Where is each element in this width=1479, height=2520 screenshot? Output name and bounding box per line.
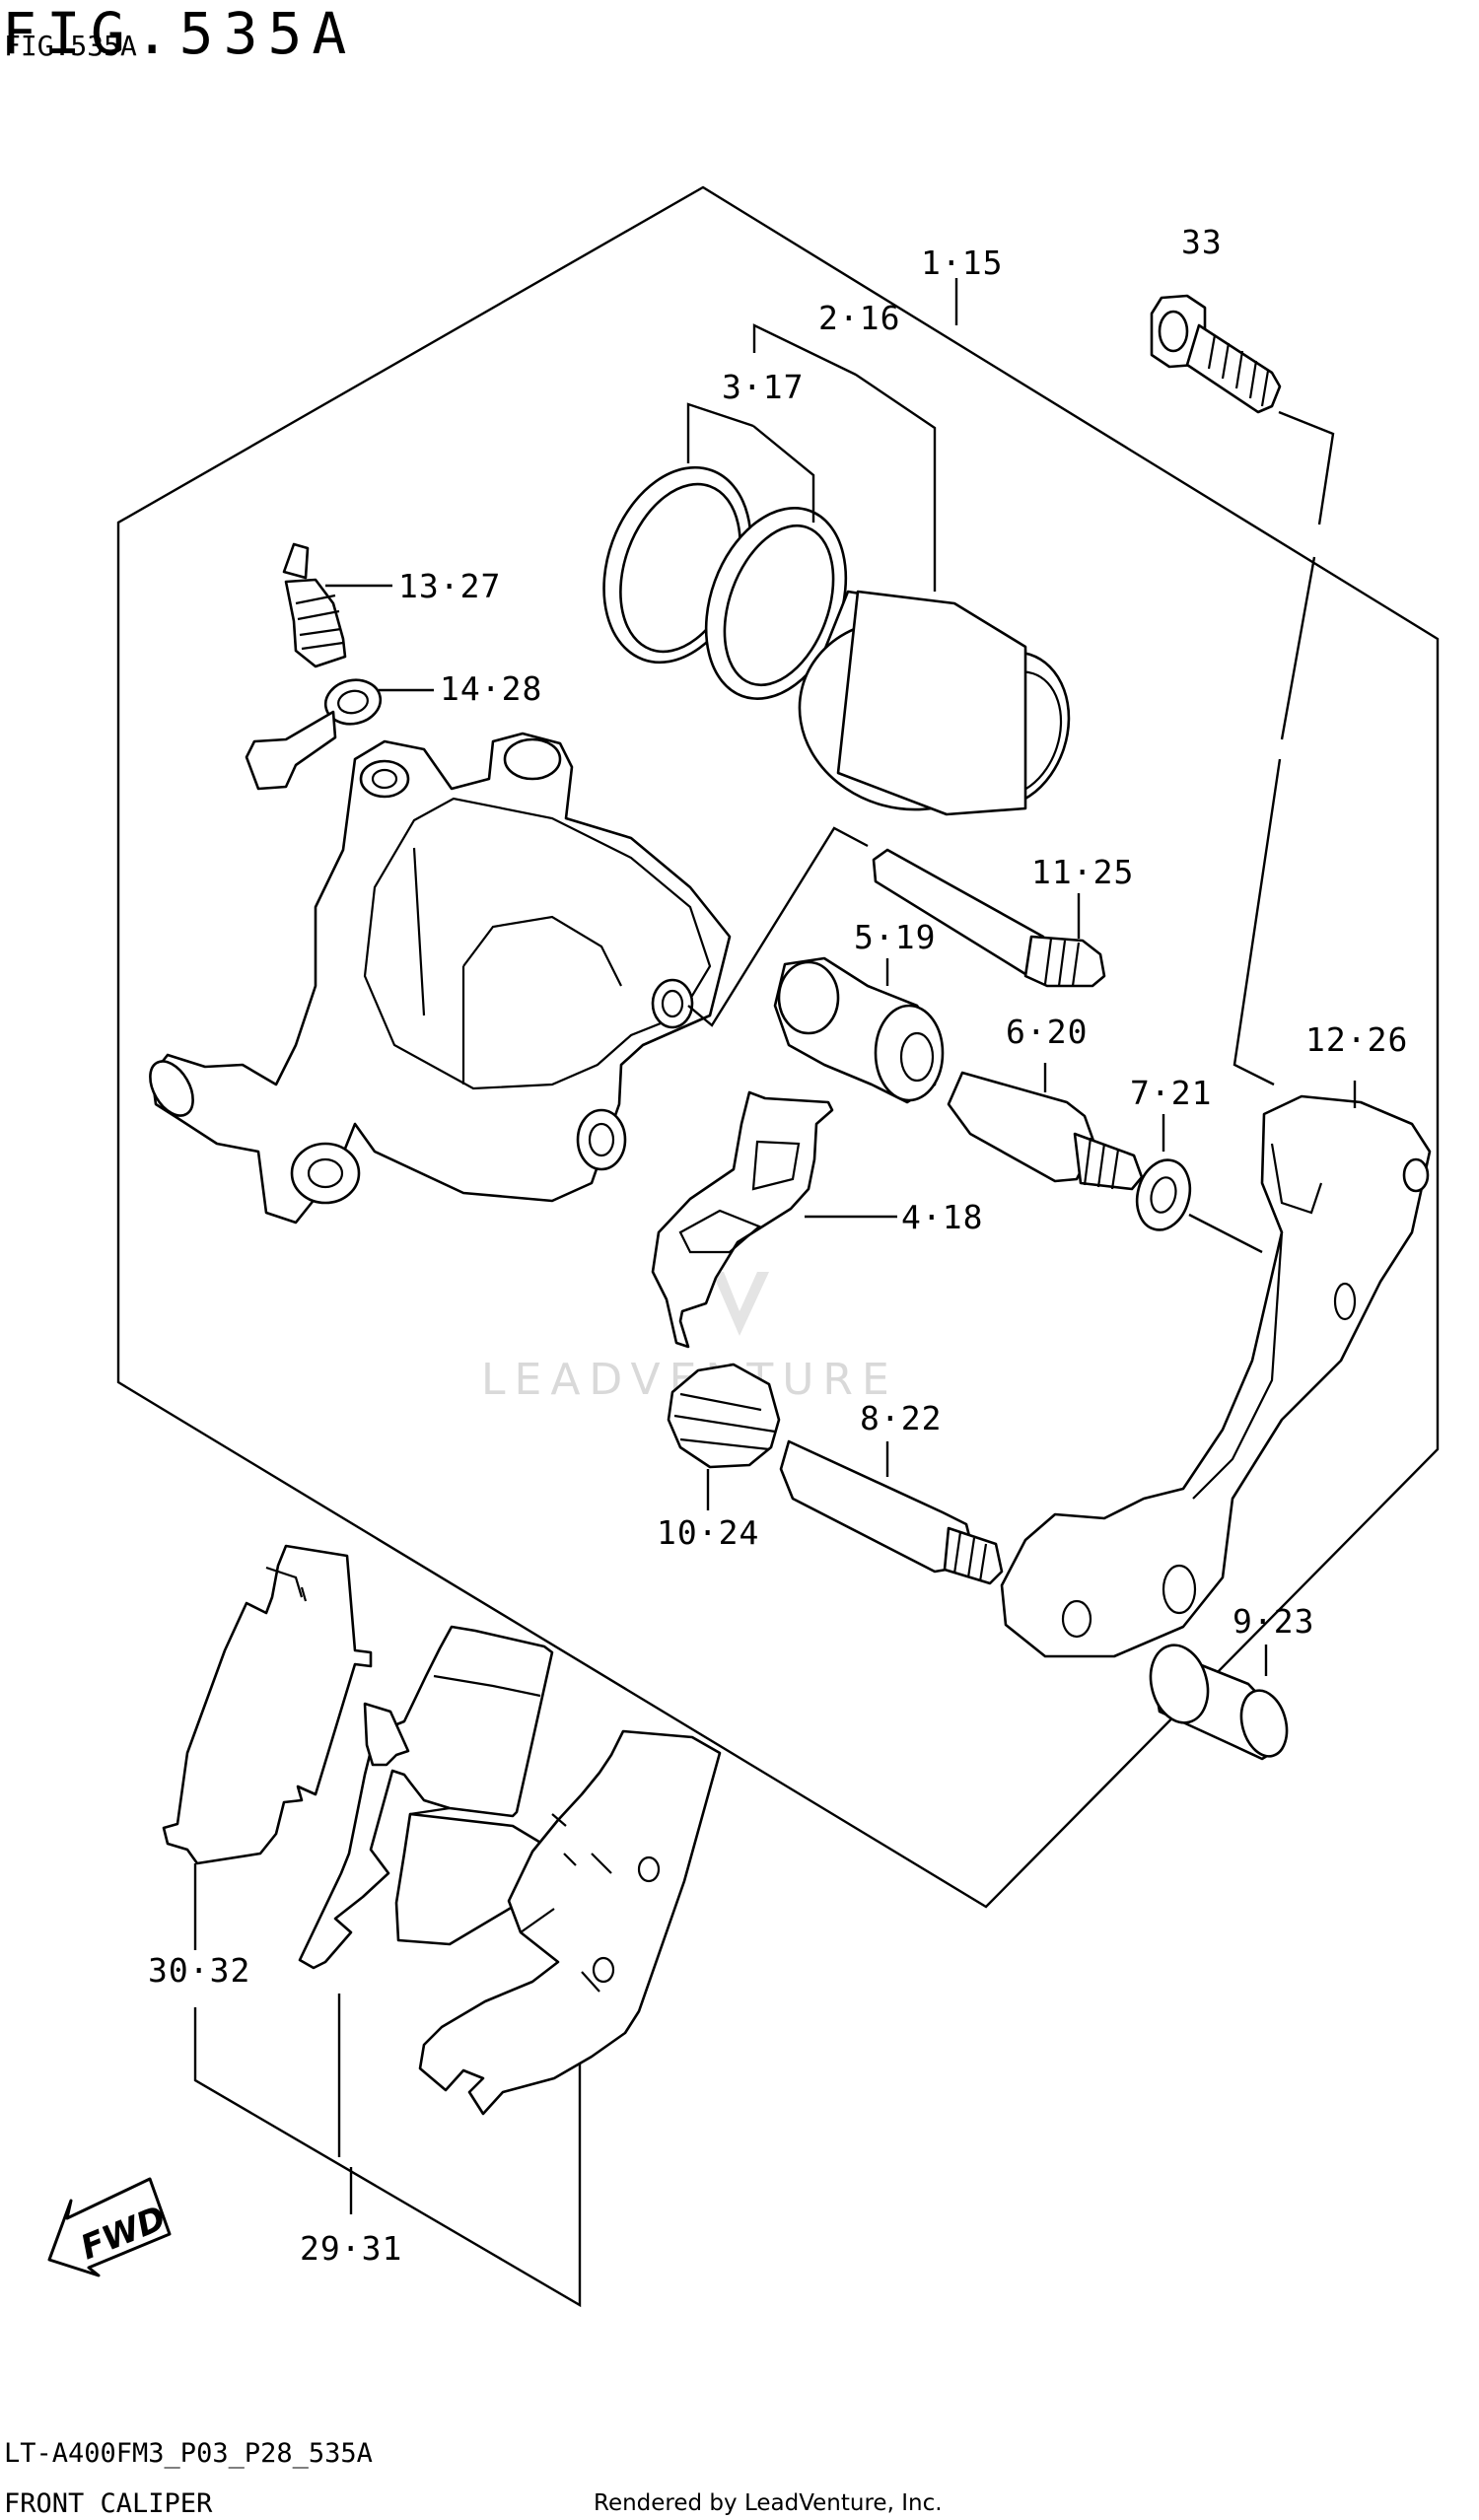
pin-boot-10[interactable] [667, 1363, 781, 1469]
leader-30-32 [193, 1863, 582, 2308]
bleeder-valve-13[interactable] [282, 542, 347, 668]
figure-title-overprint: FIG.535A [4, 30, 137, 62]
washer-7[interactable] [1130, 1154, 1198, 1235]
caliper-body[interactable] [141, 732, 732, 1225]
callout-30-32[interactable]: 30·32 [148, 1951, 250, 1990]
callout-33[interactable]: 33 [1181, 223, 1223, 261]
leader-7-bracket [1188, 1213, 1263, 1254]
leader-2-16 [752, 323, 937, 592]
callout-labels: 33 1·15 2·16 3·17 13·27 14·28 11·25 5·19… [148, 223, 1408, 2268]
pad-shim-30[interactable] [162, 1544, 373, 1865]
callout-4-18[interactable]: 4·18 [901, 1198, 983, 1236]
leader-3-17 [686, 402, 815, 523]
callout-3-17[interactable]: 3·17 [722, 368, 804, 406]
callout-10-24[interactable]: 10·24 [657, 1513, 759, 1552]
callout-2-16[interactable]: 2·16 [818, 299, 900, 337]
guide-pin-11[interactable] [872, 848, 1106, 988]
bleeder-cap-14[interactable] [245, 675, 385, 791]
fwd-direction-arrow: FWD [47, 2177, 172, 2277]
pad-spring-4[interactable] [651, 1090, 834, 1349]
leader-33-dash [1232, 556, 1316, 1086]
dust-seal-ring-3[interactable] [681, 488, 871, 718]
boot-5[interactable] [773, 956, 945, 1104]
footer-section-name: FRONT CALIPER [4, 2488, 213, 2519]
leader-33 [1278, 410, 1335, 525]
assembly-frame [116, 185, 1440, 1909]
guide-pin-8[interactable] [779, 1439, 1004, 1585]
figure-title: FIG.535A [2, 0, 356, 67]
leader-29-31 [337, 1994, 353, 2214]
caliper-piston-2[interactable] [778, 590, 1089, 833]
brake-pad-plate-29[interactable] [418, 1729, 722, 2116]
callout-29-31[interactable]: 29·31 [300, 2229, 402, 2268]
leader-caliper-pin [687, 826, 869, 1027]
callout-14-28[interactable]: 14·28 [440, 669, 542, 708]
brake-pad-29[interactable] [298, 1625, 554, 1970]
callout-9-23[interactable]: 9·23 [1232, 1602, 1314, 1641]
callout-11-25[interactable]: 11·25 [1031, 853, 1134, 891]
callout-12-26[interactable]: 12·26 [1305, 1020, 1408, 1059]
sleeve-9[interactable] [1143, 1639, 1294, 1761]
slide-pin-6[interactable] [947, 1071, 1144, 1191]
footer-rendered-by: Rendered by LeadVenture, Inc. [594, 2490, 943, 2516]
callout-5-19[interactable]: 5·19 [854, 918, 936, 956]
flange-bolt-33[interactable] [1150, 294, 1282, 414]
callout-1-15[interactable]: 1·15 [921, 244, 1003, 282]
callout-6-20[interactable]: 6·20 [1006, 1013, 1088, 1051]
callout-7-21[interactable]: 7·21 [1130, 1074, 1212, 1112]
callout-8-22[interactable]: 8·22 [860, 1399, 942, 1437]
footer-model-code: LT-A400FM3_P03_P28_535A [4, 2438, 373, 2469]
caliper-bracket-12[interactable] [1000, 1094, 1432, 1658]
callout-13-27[interactable]: 13·27 [398, 567, 501, 605]
